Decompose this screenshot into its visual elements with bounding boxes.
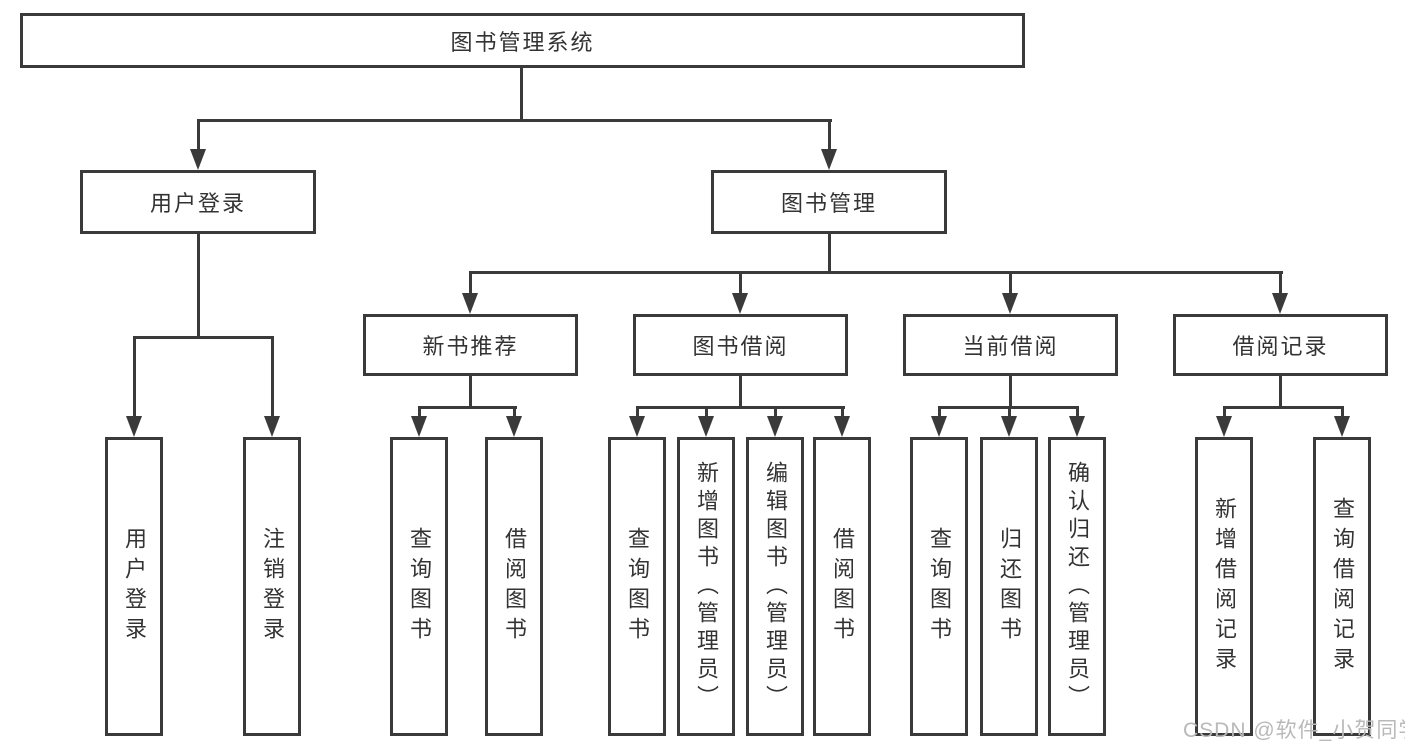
node-new-book-recommend: 新书推荐 bbox=[363, 314, 578, 376]
node-book-borrow: 图书借阅 bbox=[633, 314, 848, 376]
connector-line bbox=[469, 271, 472, 296]
arrowhead-down-icon bbox=[506, 416, 522, 437]
leaf-query-books-current: 查询图书 bbox=[910, 437, 968, 736]
node-label: 查询图书 bbox=[407, 526, 432, 647]
leaf-user-login: 用户登录 bbox=[105, 437, 163, 736]
connector-line bbox=[271, 336, 274, 420]
connector-line bbox=[197, 119, 200, 153]
arrowhead-down-icon bbox=[834, 416, 850, 437]
node-label: 新书推荐 bbox=[422, 334, 519, 359]
arrowhead-down-icon bbox=[126, 416, 142, 437]
connector-line bbox=[197, 234, 200, 338]
node-label: 借阅图书 bbox=[830, 526, 855, 647]
connector-line bbox=[513, 406, 516, 419]
arrowhead-down-icon bbox=[767, 416, 783, 437]
connector-line bbox=[828, 234, 831, 273]
connector-line bbox=[705, 406, 708, 419]
leaf-query-books: 查询图书 bbox=[608, 437, 666, 736]
leaf-return-books: 归还图书 bbox=[980, 437, 1038, 736]
connector-line bbox=[938, 406, 941, 419]
arrowhead-down-icon bbox=[1334, 416, 1350, 437]
connector-line bbox=[197, 119, 832, 122]
connector-line bbox=[841, 406, 844, 419]
connector-line bbox=[1008, 406, 1011, 419]
connector-line bbox=[636, 406, 639, 419]
leaf-add-books-admin: 新增图书（管理员） bbox=[677, 437, 735, 736]
connector-line bbox=[828, 119, 831, 153]
arrowhead-down-icon bbox=[821, 149, 837, 170]
node-label: 归还图书 bbox=[997, 526, 1022, 647]
node-label: 图书借阅 bbox=[692, 334, 789, 359]
connector-line bbox=[133, 336, 274, 339]
connector-line bbox=[1279, 376, 1282, 409]
csdn-watermark: CSDN @软件_小贺同学 bbox=[1183, 719, 1405, 742]
node-label: 编辑图书（管理员） bbox=[763, 460, 788, 713]
node-user-login: 用户登录 bbox=[80, 170, 316, 234]
connector-line bbox=[1076, 406, 1079, 419]
node-label: 借阅记录 bbox=[1232, 334, 1329, 359]
arrowhead-down-icon bbox=[462, 293, 478, 314]
arrowhead-down-icon bbox=[1216, 416, 1232, 437]
node-current-borrow: 当前借阅 bbox=[903, 314, 1118, 376]
arrowhead-down-icon bbox=[1272, 293, 1288, 314]
leaf-confirm-return-admin: 确认归还（管理员） bbox=[1048, 437, 1106, 736]
arrowhead-down-icon bbox=[698, 416, 714, 437]
connector-line bbox=[774, 406, 777, 419]
connector-line bbox=[469, 376, 472, 409]
leaf-add-borrow-record: 新增借阅记录 bbox=[1195, 437, 1253, 736]
arrowhead-down-icon bbox=[190, 149, 206, 170]
node-label: 借阅图书 bbox=[502, 526, 527, 647]
leaf-borrow-books-recommend: 借阅图书 bbox=[485, 437, 543, 736]
connector-line bbox=[636, 406, 845, 409]
node-label: 图书管理系统 bbox=[450, 29, 595, 55]
connector-line bbox=[1279, 271, 1282, 296]
leaf-edit-books-admin: 编辑图书（管理员） bbox=[746, 437, 804, 736]
node-label: 查询图书 bbox=[625, 526, 650, 647]
connector-line bbox=[418, 406, 517, 409]
connector-line bbox=[1223, 406, 1226, 419]
node-label: 确认归还（管理员） bbox=[1065, 460, 1090, 713]
leaf-query-borrow-record: 查询借阅记录 bbox=[1313, 437, 1371, 736]
connector-line bbox=[418, 406, 421, 419]
leaf-logout: 注销登录 bbox=[243, 437, 301, 736]
node-borrow-records: 借阅记录 bbox=[1173, 314, 1388, 376]
node-label: 新增图书（管理员） bbox=[694, 460, 719, 713]
arrowhead-down-icon bbox=[629, 416, 645, 437]
arrowhead-down-icon bbox=[264, 416, 280, 437]
connector-line bbox=[469, 271, 1283, 274]
leaf-query-books-recommend: 查询图书 bbox=[390, 437, 448, 736]
arrowhead-down-icon bbox=[931, 416, 947, 437]
node-label: 用户登录 bbox=[122, 526, 147, 647]
arrowhead-down-icon bbox=[732, 293, 748, 314]
node-label: 新增借阅记录 bbox=[1212, 496, 1237, 677]
node-library-management-system: 图书管理系统 bbox=[20, 13, 1025, 68]
arrowhead-down-icon bbox=[1069, 416, 1085, 437]
node-book-management: 图书管理 bbox=[711, 170, 947, 234]
connector-line bbox=[1009, 271, 1012, 296]
node-label: 查询图书 bbox=[927, 526, 952, 647]
arrowhead-down-icon bbox=[1001, 416, 1017, 437]
node-label: 当前借阅 bbox=[962, 334, 1059, 359]
node-label: 图书管理 bbox=[780, 191, 877, 216]
connector-line bbox=[1341, 406, 1344, 419]
connector-line bbox=[739, 271, 742, 296]
connector-line bbox=[1009, 376, 1012, 409]
node-label: 查询借阅记录 bbox=[1330, 496, 1355, 677]
arrowhead-down-icon bbox=[411, 416, 427, 437]
connector-line bbox=[739, 376, 742, 409]
connector-line bbox=[1223, 406, 1344, 409]
arrowhead-down-icon bbox=[1002, 293, 1018, 314]
connector-line bbox=[133, 336, 136, 420]
connector-line bbox=[520, 68, 523, 120]
leaf-borrow-books: 借阅图书 bbox=[813, 437, 871, 736]
node-label: 注销登录 bbox=[260, 526, 285, 647]
node-label: 用户登录 bbox=[149, 191, 246, 216]
